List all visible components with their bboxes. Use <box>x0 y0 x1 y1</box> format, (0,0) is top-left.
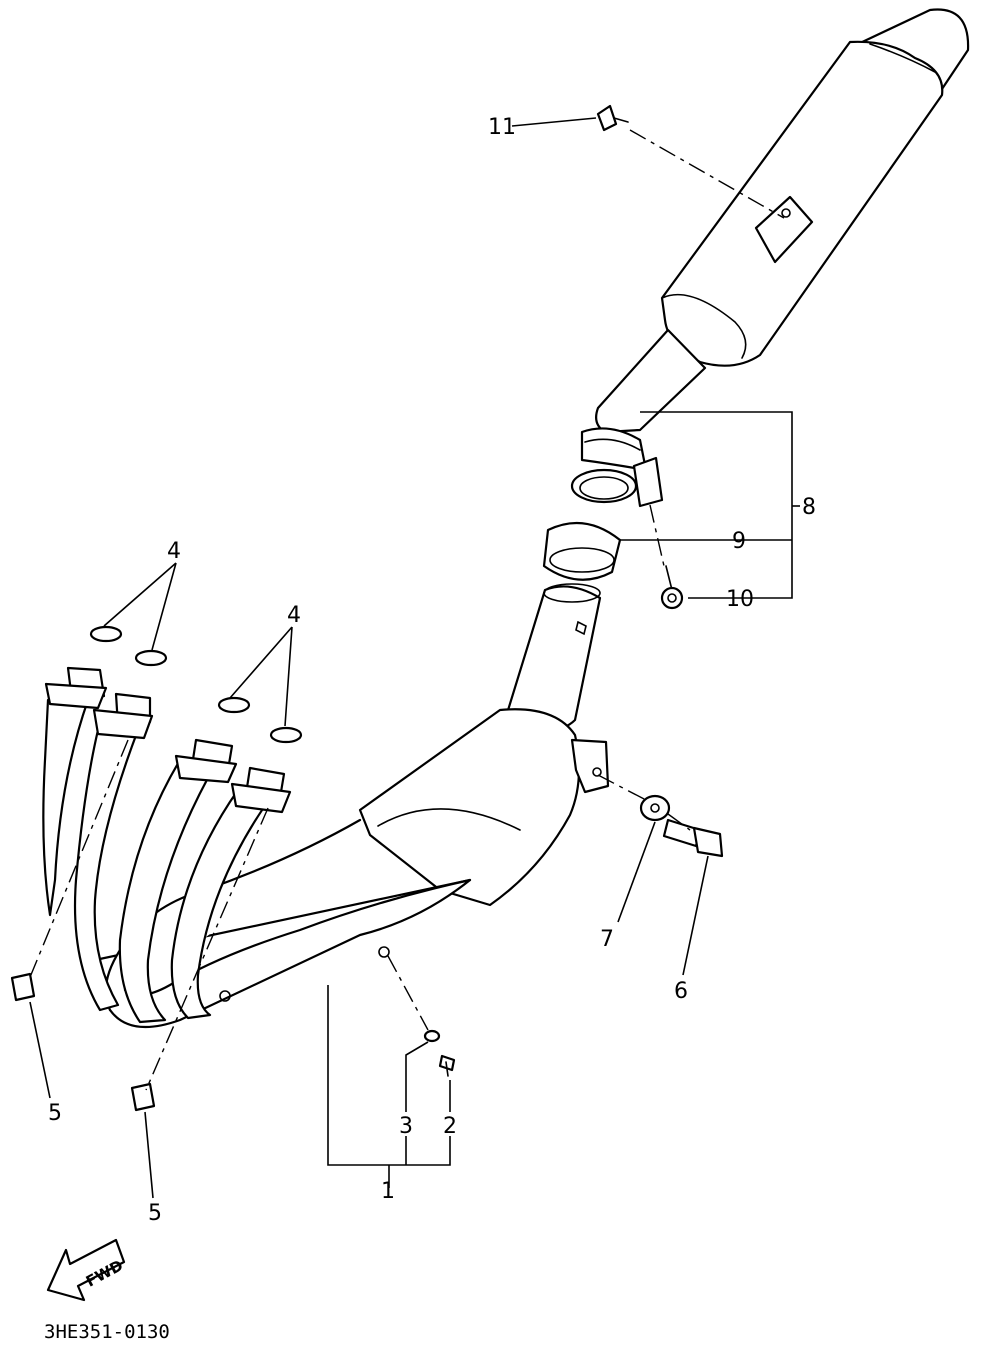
callout-10: 10 <box>726 587 754 612</box>
callout-7: 7 <box>600 927 614 952</box>
callout-11: 11 <box>488 115 516 140</box>
callout-labels: 1 2 3 4 4 5 5 6 7 8 9 10 11 <box>48 115 816 1226</box>
small-gasket <box>423 1029 441 1043</box>
callout-4a: 4 <box>167 539 181 564</box>
callout-4b: 4 <box>287 603 301 628</box>
callout-2: 2 <box>443 1114 457 1139</box>
exhaust-header-assembly <box>42 583 610 1029</box>
mount-washer <box>639 794 671 822</box>
callout-5b: 5 <box>148 1201 162 1226</box>
small-bolt <box>438 1054 456 1077</box>
callout-5a: 5 <box>48 1101 62 1126</box>
drawing-code: 3HE351-0130 <box>44 1321 170 1343</box>
muffler <box>595 8 970 434</box>
exhaust-clamp <box>570 427 664 508</box>
callout-9: 9 <box>732 529 746 554</box>
forward-arrow-icon: FWD <box>46 1238 126 1302</box>
mount-bolt <box>662 818 724 858</box>
alignment-lines <box>27 129 785 1091</box>
header-nuts <box>10 972 156 1112</box>
callout-8: 8 <box>802 495 816 520</box>
exhaust-gasket <box>542 521 622 581</box>
muffler-mount-bolt <box>596 104 629 132</box>
header-gaskets <box>89 625 303 744</box>
callout-1: 1 <box>381 1179 395 1204</box>
clamp-bolt <box>660 565 684 610</box>
callout-6: 6 <box>674 979 688 1004</box>
leader-lines <box>29 117 800 1199</box>
callout-3: 3 <box>399 1114 413 1139</box>
